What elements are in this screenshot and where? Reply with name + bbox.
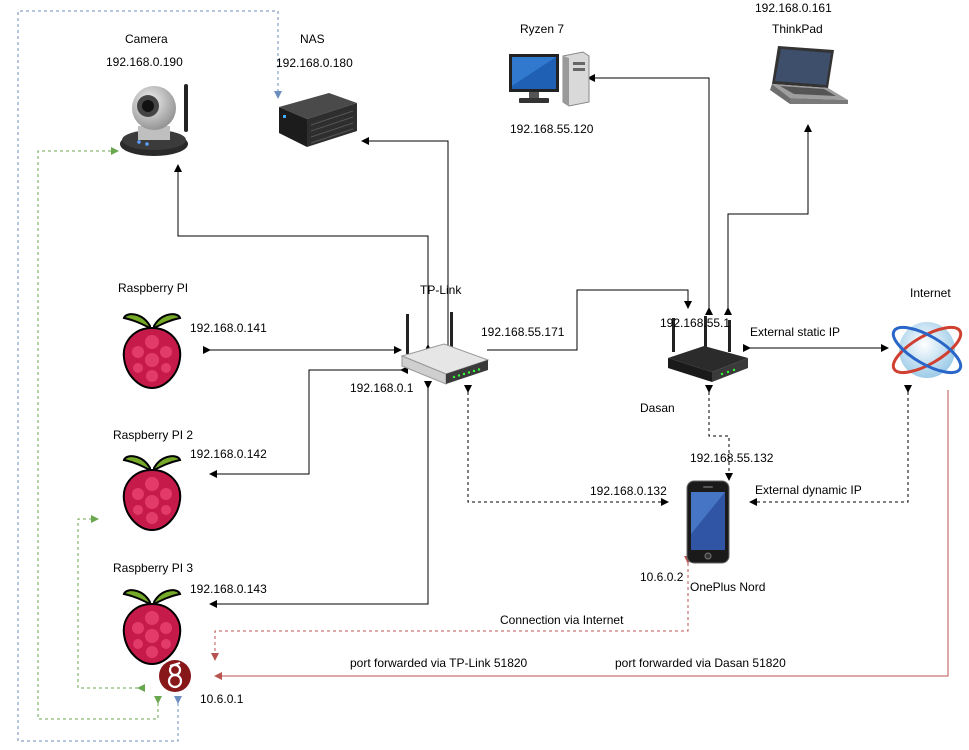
link-internet-oneplus — [749, 385, 912, 506]
rpi2-name-label: Raspberry PI 2 — [113, 428, 194, 442]
oneplus-name-label: OnePlus Nord — [690, 580, 766, 594]
router-icon — [400, 312, 490, 385]
wireguard-logo-icon — [159, 660, 191, 692]
link-dasan-oneplus — [705, 385, 733, 481]
desktop-computer-icon — [509, 51, 590, 107]
link-dasan-ryzen — [587, 74, 713, 315]
nas-name-label: NAS — [300, 32, 325, 46]
link-dasan-thinkpad — [724, 124, 812, 315]
oneplus-dasan-ip-label: 192.168.55.132 — [690, 451, 774, 465]
camera-name-label: Camera — [125, 32, 168, 46]
link-wg-nas — [17, 10, 282, 742]
thinkpad-name-label: ThinkPad — [772, 22, 823, 36]
oneplus-tplink-ip-label: 192.168.0.132 — [590, 484, 667, 498]
thinkpad-ip-label: 192.168.0.161 — [755, 1, 832, 15]
external-dynamic-ip-label: External dynamic IP — [755, 483, 862, 497]
external-static-ip-label: External static IP — [750, 325, 841, 339]
tplink-wan-ip-label: 192.168.55.171 — [481, 325, 565, 339]
dasan-lan-ip-label: 192.168.55.1 — [660, 316, 731, 330]
rpi3-name-label: Raspberry PI 3 — [113, 561, 194, 575]
link-tplink-rpi3 — [209, 381, 432, 608]
tplink-name-label: TP-Link — [420, 283, 462, 297]
ryzen-ip-label: 192.168.55.120 — [510, 122, 594, 136]
camera-ip-label: 192.168.0.190 — [106, 55, 183, 69]
rpi3-ip-label: 192.168.0.143 — [190, 582, 267, 596]
raspberry-pi-logo-icon — [122, 455, 182, 532]
connection-via-internet-label: Connection via Internet — [500, 613, 624, 627]
port-forward-dasan-label: port forwarded via Dasan 51820 — [615, 656, 786, 670]
link-tplink-camera — [174, 164, 432, 352]
wireguard-vpn-ip-label: 10.6.0.1 — [200, 692, 244, 706]
dasan-name-label: Dasan — [640, 401, 675, 415]
port-forward-tplink-label: port forwarded via TP-Link 51820 — [350, 656, 528, 670]
oneplus-vpn-ip-label: 10.6.0.2 — [640, 570, 684, 584]
nas-icon — [279, 93, 357, 147]
raspberry-pi-logo-icon — [122, 313, 182, 390]
link-wg-rpi2 — [77, 515, 145, 692]
globe-icon — [891, 322, 963, 378]
smartphone-icon — [686, 480, 730, 564]
router-icon — [668, 316, 748, 382]
tplink-lan-ip-label: 192.168.0.1 — [350, 381, 414, 395]
link-tplink-nas — [361, 137, 452, 352]
link-tplink-dasan — [487, 289, 692, 351]
camera-icon — [120, 84, 188, 156]
link-internet-wg-portforward — [214, 390, 949, 680]
rpi1-ip-label: 192.168.0.141 — [190, 321, 267, 335]
link-tplink-oneplus — [464, 385, 669, 506]
link-oneplus-wg — [211, 556, 692, 661]
rpi1-name-label: Raspberry PI — [118, 281, 189, 295]
ryzen-name-label: Ryzen 7 — [520, 22, 565, 36]
nas-ip-label: 192.168.0.180 — [276, 56, 353, 70]
internet-name-label: Internet — [910, 286, 951, 300]
raspberry-pi-logo-icon — [122, 589, 182, 666]
rpi2-ip-label: 192.168.0.142 — [190, 447, 267, 461]
laptop-icon — [770, 46, 848, 104]
